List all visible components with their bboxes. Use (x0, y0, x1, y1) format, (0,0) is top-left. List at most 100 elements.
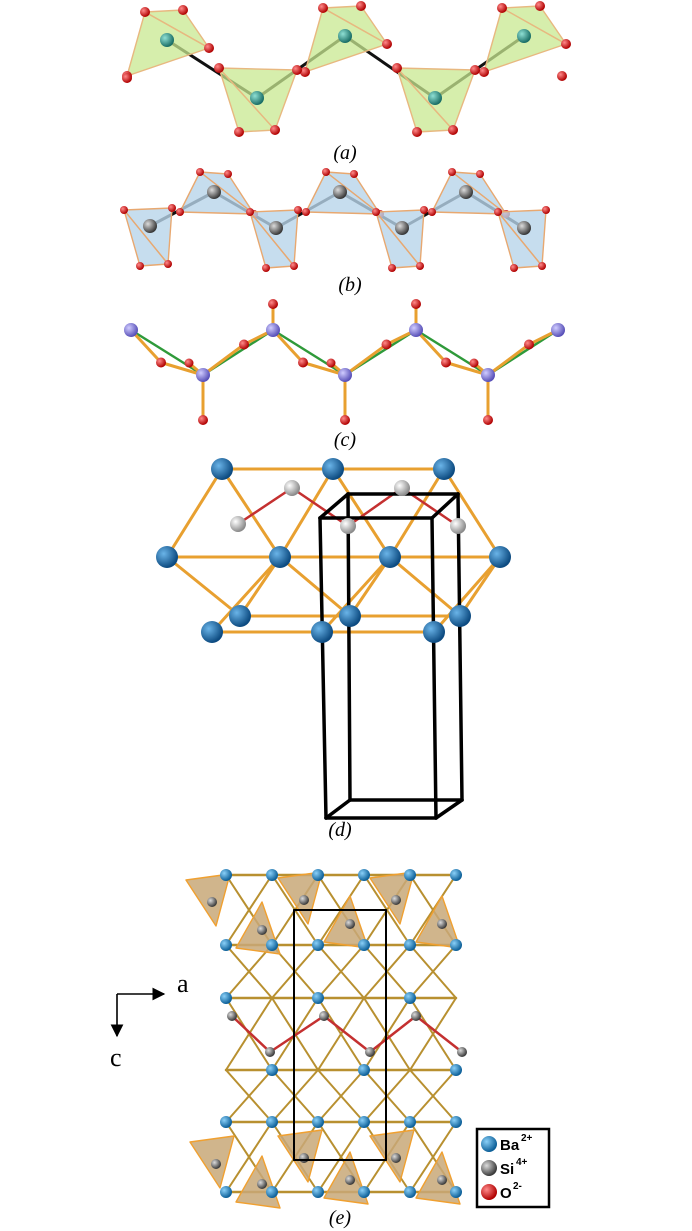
green-link (129, 328, 205, 377)
barium-atom (450, 869, 462, 881)
oxygen-atom (318, 3, 328, 13)
oxygen-atom (239, 339, 249, 350)
silicon-atom (333, 185, 347, 199)
unit-cell-edge (346, 492, 352, 802)
silicon-atom (230, 516, 246, 532)
oxygen-atom (178, 5, 188, 15)
oxygen-atom (122, 73, 132, 83)
legend-si-swatch (481, 1160, 497, 1176)
oxygen-atom (176, 208, 184, 216)
ba-ba-bond (348, 555, 392, 618)
oxygen-atom (382, 39, 392, 49)
silicon-atom (257, 925, 267, 935)
unit-cell-edge (430, 492, 460, 520)
gold-bond (343, 343, 388, 377)
green-link (414, 328, 490, 377)
gold-bond (201, 343, 246, 377)
panel-d-label: (d) (328, 819, 352, 841)
ba-ba-bond (320, 555, 392, 634)
ba-ba-bond (317, 1069, 365, 1123)
gold-bond (414, 328, 448, 364)
oxygen-atom (214, 63, 224, 73)
oxygen-atom (557, 71, 567, 81)
oxygen-atom (483, 415, 493, 425)
silicon-atom (269, 221, 283, 235)
silicon-atom (395, 221, 409, 235)
legend-item-si: Si 4+ (481, 1157, 528, 1178)
tetrahedron-face (375, 211, 421, 269)
barium-atom (201, 621, 223, 643)
oxygen-atom (411, 299, 421, 309)
oxygen-atom (510, 264, 518, 272)
barium-atom (404, 1116, 416, 1128)
oxygen-atom (479, 67, 489, 77)
oxygen-atom (428, 208, 436, 216)
panel-a-label: (a) (333, 142, 357, 164)
barium-atom (220, 992, 232, 1004)
tetrahedron-face (249, 211, 295, 269)
silicon-atom (160, 33, 174, 47)
silicon-atom (365, 1047, 375, 1057)
silicon-atom (391, 1153, 401, 1163)
oxygen-atom (168, 204, 176, 212)
ba-ba-bond (225, 997, 273, 1071)
a-axis-label: a (177, 969, 189, 998)
barium-atom (312, 1186, 324, 1198)
silicon-atom (459, 185, 473, 199)
barium-atom (358, 939, 370, 951)
silicon-atom (207, 897, 217, 907)
ba-ba-bond (165, 555, 242, 618)
oxygen-atom (420, 206, 428, 214)
si-si-link (414, 1014, 464, 1054)
ba-ba-bond (458, 555, 502, 618)
tetrahedron-face (497, 211, 543, 269)
barium-atom (339, 605, 361, 627)
legend-ba-swatch (481, 1136, 497, 1152)
silicon-atom (211, 1159, 221, 1169)
panel-d-barium-framework (156, 458, 511, 820)
barium-atom (322, 458, 344, 480)
barium-atom (220, 1116, 232, 1128)
oxygen-atom (470, 65, 480, 75)
barium-atom (220, 1186, 232, 1198)
panel-b-label: (b) (338, 274, 362, 296)
barium-atom (404, 939, 416, 951)
legend-si-charge: 4+ (516, 1157, 528, 1168)
barium-atom (311, 621, 333, 643)
legend-o-symbol: O (500, 1185, 512, 1202)
panel-c-label: (c) (334, 429, 357, 451)
silicon-atom (391, 895, 401, 905)
tetrahedron-face (123, 209, 169, 267)
oxygen-atom (350, 170, 358, 178)
oxygen-atom (538, 262, 546, 270)
ba-ba-bond (278, 467, 335, 559)
oxygen-atom (302, 208, 310, 216)
ba-ba-bond (317, 1121, 365, 1193)
barium-atom (404, 869, 416, 881)
oxygen-atom (292, 65, 302, 75)
oxygen-atom (196, 168, 204, 176)
barium-atom (404, 992, 416, 1004)
legend-o-charge: 2- (513, 1181, 522, 1192)
oxygen-atom (469, 358, 479, 368)
oxygen-atom (294, 206, 302, 214)
silicon-atom (345, 919, 355, 929)
ba-ba-bond (225, 874, 273, 946)
oxygen-atom (136, 262, 144, 270)
phosphorus-atom (266, 323, 280, 337)
unit-cell-edge (318, 516, 328, 820)
barium-atom (211, 458, 233, 480)
green-link (271, 328, 347, 377)
phosphorus-atom (481, 368, 495, 382)
barium-atom (449, 605, 471, 627)
unit-cell-edge (456, 492, 464, 802)
silicon-atom (319, 1011, 329, 1021)
ba-ba-bond (317, 997, 365, 1071)
ba-ba-bond (409, 874, 457, 946)
oxygen-atom (448, 125, 458, 135)
ba-ba-bond (278, 555, 352, 618)
ba-ba-bond (238, 555, 282, 618)
silicon-atom (517, 221, 531, 235)
oxygen-atom (326, 358, 336, 368)
